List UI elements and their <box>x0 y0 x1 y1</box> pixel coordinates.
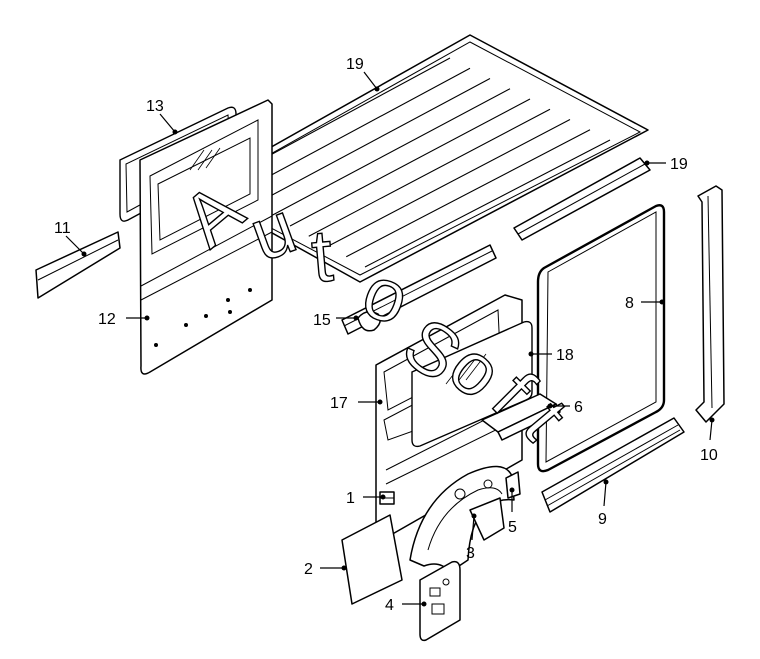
callout-9: 9 <box>598 511 607 528</box>
side-window-glass <box>411 320 533 448</box>
roof-edge-strip <box>513 157 651 241</box>
callout-15: 15 <box>313 312 331 329</box>
rear-corner-pillar <box>695 185 725 423</box>
sill-strip <box>541 417 685 513</box>
lower-trim-strip <box>35 231 121 299</box>
callout-2: 2 <box>304 561 313 578</box>
leader-lines <box>65 71 715 607</box>
callout-10: 10 <box>700 447 718 464</box>
callout-17: 17 <box>330 395 348 412</box>
callout-5: 5 <box>508 519 517 536</box>
callout-11: 11 <box>54 220 71 237</box>
callout-labels: 19 13 11 12 15 17 18 8 19 6 10 9 5 3 1 2… <box>54 56 718 614</box>
callout-1: 1 <box>346 490 355 507</box>
panel-rivets <box>154 288 252 347</box>
wheel-arch <box>409 465 515 573</box>
callout-6: 6 <box>574 399 583 416</box>
side-body-panel <box>139 99 273 375</box>
window-seal <box>536 204 666 473</box>
callout-8: 8 <box>625 295 634 312</box>
callout-18: 18 <box>556 347 574 364</box>
callout-4: 4 <box>385 597 394 614</box>
mud-panel <box>341 514 403 605</box>
corner-bracket <box>505 471 521 499</box>
mounting-plate <box>419 560 461 642</box>
callout-19: 19 <box>670 156 688 173</box>
callout-3: 3 <box>466 545 475 562</box>
callout-16: 19 <box>346 56 364 73</box>
clip-part <box>357 311 381 332</box>
bracket <box>481 393 561 441</box>
roof-panel <box>194 34 649 283</box>
callout-12: 12 <box>98 311 116 328</box>
callout-13: 13 <box>146 98 164 115</box>
